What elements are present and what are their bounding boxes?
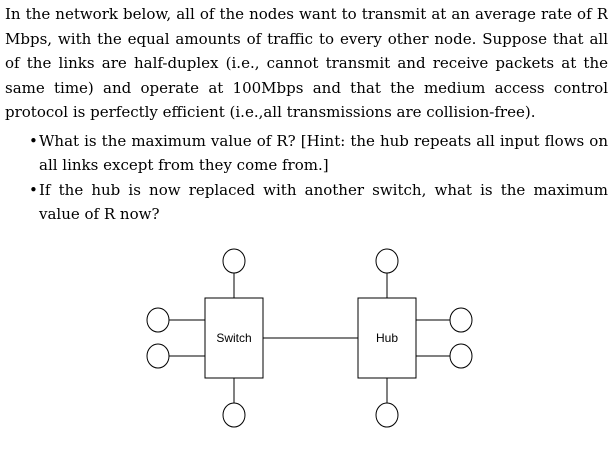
host-node-switch-top xyxy=(222,248,246,274)
hub-box xyxy=(357,297,417,379)
host-node-switch-left-upper xyxy=(146,307,170,333)
question-item: • What is the maximum value of R? [Hint:… xyxy=(5,129,608,178)
problem-text: In the network below, all of the nodes w… xyxy=(5,2,608,227)
host-node-hub-right-upper xyxy=(449,307,473,333)
switch-box xyxy=(204,297,264,379)
host-node-hub-bottom xyxy=(375,402,399,428)
question-item: • If the hub is now replaced with anothe… xyxy=(5,178,608,227)
host-node-switch-bottom xyxy=(222,402,246,428)
hub-label: Hub xyxy=(376,331,398,345)
host-node-switch-left-lower xyxy=(146,343,170,369)
question-text: If the hub is now replaced with another … xyxy=(39,180,608,224)
bullet-icon: • xyxy=(29,180,38,199)
problem-intro: In the network below, all of the nodes w… xyxy=(5,5,608,121)
host-node-hub-right-lower xyxy=(449,343,473,369)
switch-label: Switch xyxy=(216,331,251,345)
question-text: What is the maximum value of R? [Hint: t… xyxy=(39,131,608,175)
host-node-hub-top xyxy=(375,248,399,274)
bullet-icon: • xyxy=(29,131,38,150)
question-list: • What is the maximum value of R? [Hint:… xyxy=(5,129,608,227)
